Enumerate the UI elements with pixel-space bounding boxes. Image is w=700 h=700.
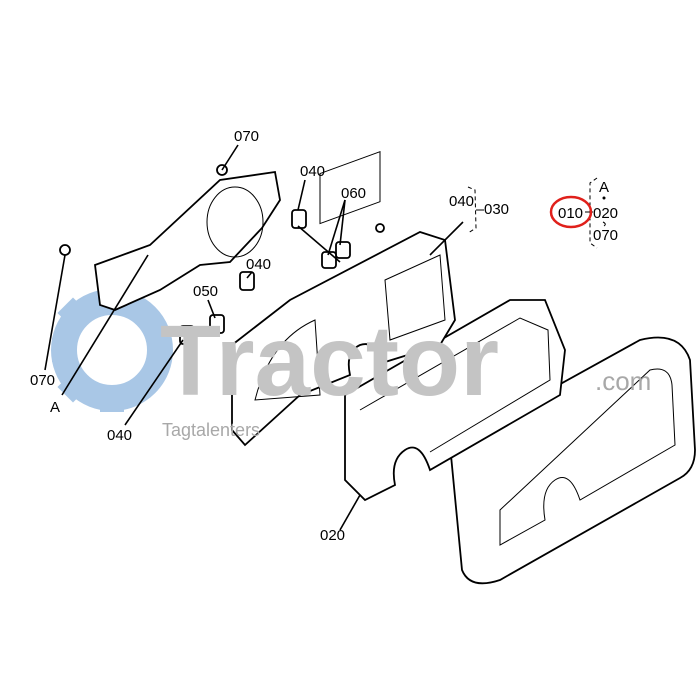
warning-lamp-cluster xyxy=(319,151,381,225)
label-040-bottom: 040 xyxy=(107,427,132,444)
rear-cover-plate xyxy=(94,170,281,311)
svg-text:040: 040 xyxy=(449,193,474,210)
lens-cover xyxy=(344,299,566,502)
svg-text:070: 070 xyxy=(593,227,618,244)
svg-text:030: 030 xyxy=(484,201,509,218)
front-bezel xyxy=(449,336,696,585)
range-tilde xyxy=(602,221,606,227)
cover-opening xyxy=(206,186,264,258)
leader-lines xyxy=(44,144,464,531)
instrument-panel xyxy=(231,231,456,447)
bulb-sockets xyxy=(59,164,385,345)
label-050: 050 xyxy=(193,283,218,300)
label-040-mid: 040 xyxy=(246,256,271,273)
label-020: 020 xyxy=(320,527,345,544)
highlight-circle xyxy=(549,195,593,229)
group-010-020-070: 010 A 020 070 xyxy=(549,177,618,249)
watermark-brand: Tractor xyxy=(160,305,499,417)
label-070-top: 070 xyxy=(234,128,259,145)
label-070-left: 070 xyxy=(30,372,55,389)
gauges xyxy=(384,254,446,341)
label-060: 060 xyxy=(341,185,366,202)
svg-text:A: A xyxy=(599,179,609,196)
label-010: 010 xyxy=(558,205,583,222)
group-040-030: 040 030 xyxy=(449,186,509,234)
watermark-suffix: .com xyxy=(595,366,651,396)
tachometer xyxy=(254,319,321,401)
svg-text:020: 020 xyxy=(593,205,618,222)
watermark-tagline: Tagtalenters xyxy=(162,420,260,440)
label-040-top: 040 xyxy=(300,163,325,180)
label-A-left: A xyxy=(50,399,60,416)
